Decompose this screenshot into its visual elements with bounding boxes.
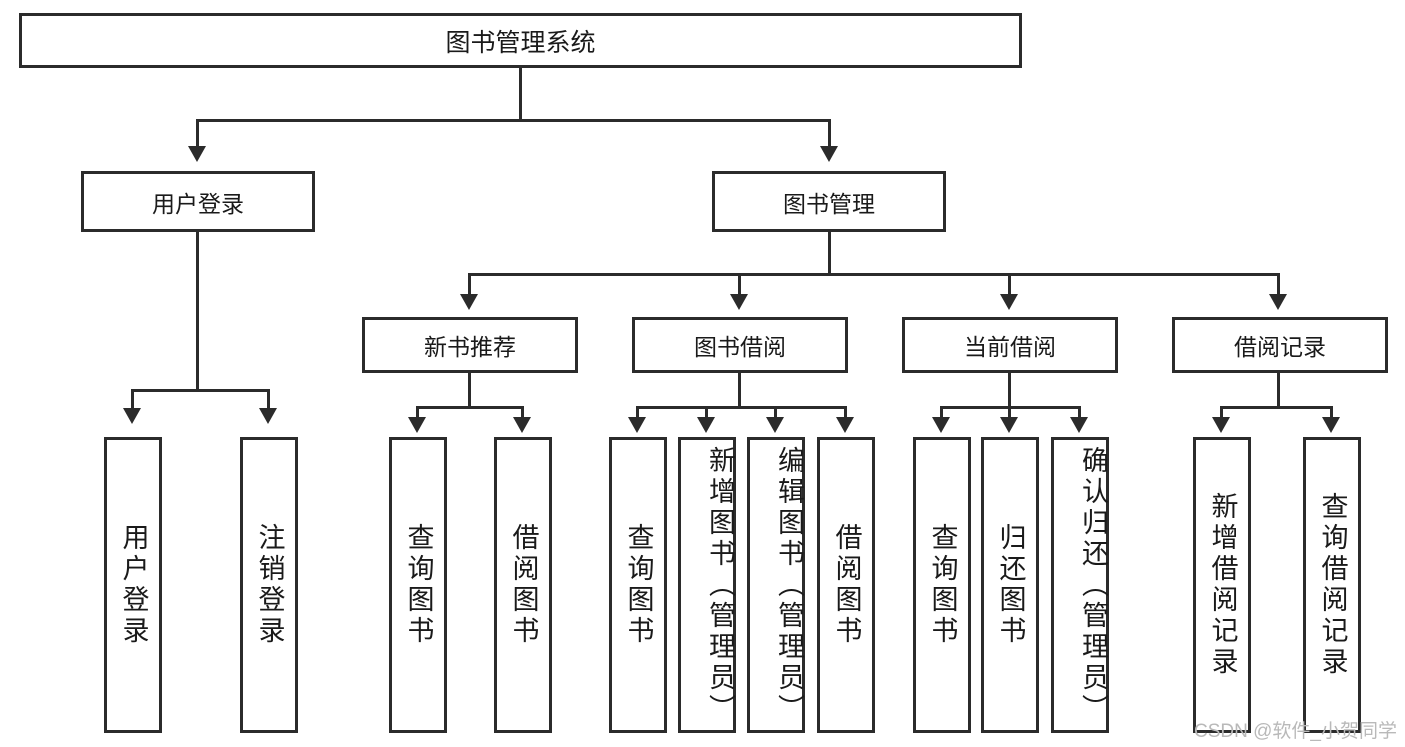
arrowhead-borrow-records-leaf-2: [1322, 417, 1340, 433]
connector-borrow-records-bus: [1220, 406, 1333, 409]
node-label: 查询借阅记录: [1317, 492, 1348, 678]
connector-current-borrow-drop-2: [1008, 406, 1011, 418]
connector-user-login-stem: [196, 232, 199, 392]
leaf-book-borrow-query[interactable]: 查询图书: [609, 437, 667, 733]
arrowhead-book-borrow-leaf-4: [836, 417, 854, 433]
arrowhead-new-book-leaf-1: [408, 417, 426, 433]
node-label: 新增借阅记录: [1207, 492, 1238, 678]
node-borrow-records[interactable]: 借阅记录: [1172, 317, 1388, 373]
node-label: 借阅图书: [508, 523, 539, 647]
node-label: 图书管理系统: [445, 28, 596, 57]
node-label: 图书管理: [783, 190, 875, 217]
node-label: 查询图书: [623, 523, 654, 647]
node-label: 新增图书（管理员）: [705, 445, 735, 725]
connector-user-login-bus: [131, 389, 270, 392]
connector-root-to-user-login: [196, 119, 199, 147]
leaf-borrow-records-query[interactable]: 查询借阅记录: [1303, 437, 1361, 733]
connector-borrow-records-stem: [1277, 373, 1280, 408]
connector-book-borrow-drop-1: [636, 406, 639, 418]
connector-book-borrow-bus: [636, 406, 847, 409]
connector-user-login-drop-2: [267, 389, 270, 409]
connector-current-borrow-drop-1: [940, 406, 943, 418]
arrowhead-user-login-leaf-2: [259, 408, 277, 424]
node-book-borrow[interactable]: 图书借阅: [632, 317, 848, 373]
arrowhead-new-book: [460, 294, 478, 310]
arrowhead-borrow-records-leaf-1: [1212, 417, 1230, 433]
node-label: 查询图书: [403, 523, 434, 647]
connector-book-manage-stem: [828, 232, 831, 274]
node-label: 查询图书: [927, 523, 958, 647]
arrowhead-book-borrow-leaf-1: [628, 417, 646, 433]
node-label: 借阅记录: [1234, 334, 1326, 360]
arrowhead-to-book-manage: [820, 146, 838, 162]
connector-book-borrow-stem: [738, 373, 741, 408]
connector-root-stem: [519, 68, 522, 120]
csdn-watermark: CSDN @软件_小贺同学: [1194, 721, 1397, 742]
node-label: 用户登录: [152, 190, 244, 217]
leaf-new-book-query[interactable]: 查询图书: [389, 437, 447, 733]
connector-current-borrow-drop-3: [1078, 406, 1081, 418]
leaf-user-login-signout[interactable]: 注销登录: [240, 437, 298, 733]
leaf-current-borrow-query[interactable]: 查询图书: [913, 437, 971, 733]
connector-new-book-drop-2: [521, 406, 524, 418]
connector-borrow-records-drop-1: [1220, 406, 1223, 418]
connector-current-borrow-stem: [1008, 373, 1011, 408]
connector-root-bus: [196, 119, 831, 122]
node-label: 编辑图书（管理员）: [774, 445, 804, 725]
connector-to-borrow-records: [1277, 273, 1280, 295]
leaf-book-borrow-edit[interactable]: 编辑图书（管理员）: [747, 437, 805, 733]
node-label: 确认归还（管理员）: [1078, 445, 1108, 725]
connector-to-book-borrow: [738, 273, 741, 295]
connector-new-book-drop-1: [416, 406, 419, 418]
leaf-new-book-borrow[interactable]: 借阅图书: [494, 437, 552, 733]
connector-book-borrow-drop-2: [705, 406, 708, 418]
leaf-book-borrow-lend[interactable]: 借阅图书: [817, 437, 875, 733]
connector-to-new-book: [468, 273, 471, 295]
connector-new-book-stem: [468, 373, 471, 408]
arrowhead-current-borrow-leaf-2: [1000, 417, 1018, 433]
arrowhead-book-borrow: [730, 294, 748, 310]
node-root-system[interactable]: 图书管理系统: [19, 13, 1022, 68]
node-label: 图书借阅: [694, 334, 786, 360]
node-user-login[interactable]: 用户登录: [81, 171, 315, 232]
node-current-borrow[interactable]: 当前借阅: [902, 317, 1118, 373]
connector-root-to-book-manage: [828, 119, 831, 147]
leaf-book-borrow-add[interactable]: 新增图书（管理员）: [678, 437, 736, 733]
node-label: 新书推荐: [424, 334, 516, 360]
connector-book-borrow-drop-3: [774, 406, 777, 418]
node-book-management[interactable]: 图书管理: [712, 171, 946, 232]
arrowhead-book-borrow-leaf-2: [697, 417, 715, 433]
arrowhead-new-book-leaf-2: [513, 417, 531, 433]
node-label: 当前借阅: [964, 334, 1056, 360]
arrowhead-book-borrow-leaf-3: [766, 417, 784, 433]
arrowhead-user-login-leaf-1: [123, 408, 141, 424]
connector-level3-bus: [468, 273, 1280, 276]
leaf-current-borrow-return[interactable]: 归还图书: [981, 437, 1039, 733]
node-new-book-recommend[interactable]: 新书推荐: [362, 317, 578, 373]
connector-book-borrow-drop-4: [844, 406, 847, 418]
leaf-borrow-records-add[interactable]: 新增借阅记录: [1193, 437, 1251, 733]
node-label: 用户登录: [118, 523, 149, 647]
connector-to-current-borrow: [1008, 273, 1011, 295]
arrowhead-current-borrow-leaf-3: [1070, 417, 1088, 433]
node-label: 归还图书: [995, 523, 1026, 647]
arrowhead-current-borrow-leaf-1: [932, 417, 950, 433]
arrowhead-borrow-records: [1269, 294, 1287, 310]
connector-new-book-bus: [416, 406, 524, 409]
leaf-user-login-signin[interactable]: 用户登录: [104, 437, 162, 733]
connector-borrow-records-drop-2: [1330, 406, 1333, 418]
leaf-current-borrow-confirm-return[interactable]: 确认归还（管理员）: [1051, 437, 1109, 733]
node-label: 注销登录: [254, 523, 285, 647]
connector-user-login-drop-1: [131, 389, 134, 409]
arrowhead-current-borrow: [1000, 294, 1018, 310]
arrowhead-to-user-login: [188, 146, 206, 162]
node-label: 借阅图书: [831, 523, 862, 647]
